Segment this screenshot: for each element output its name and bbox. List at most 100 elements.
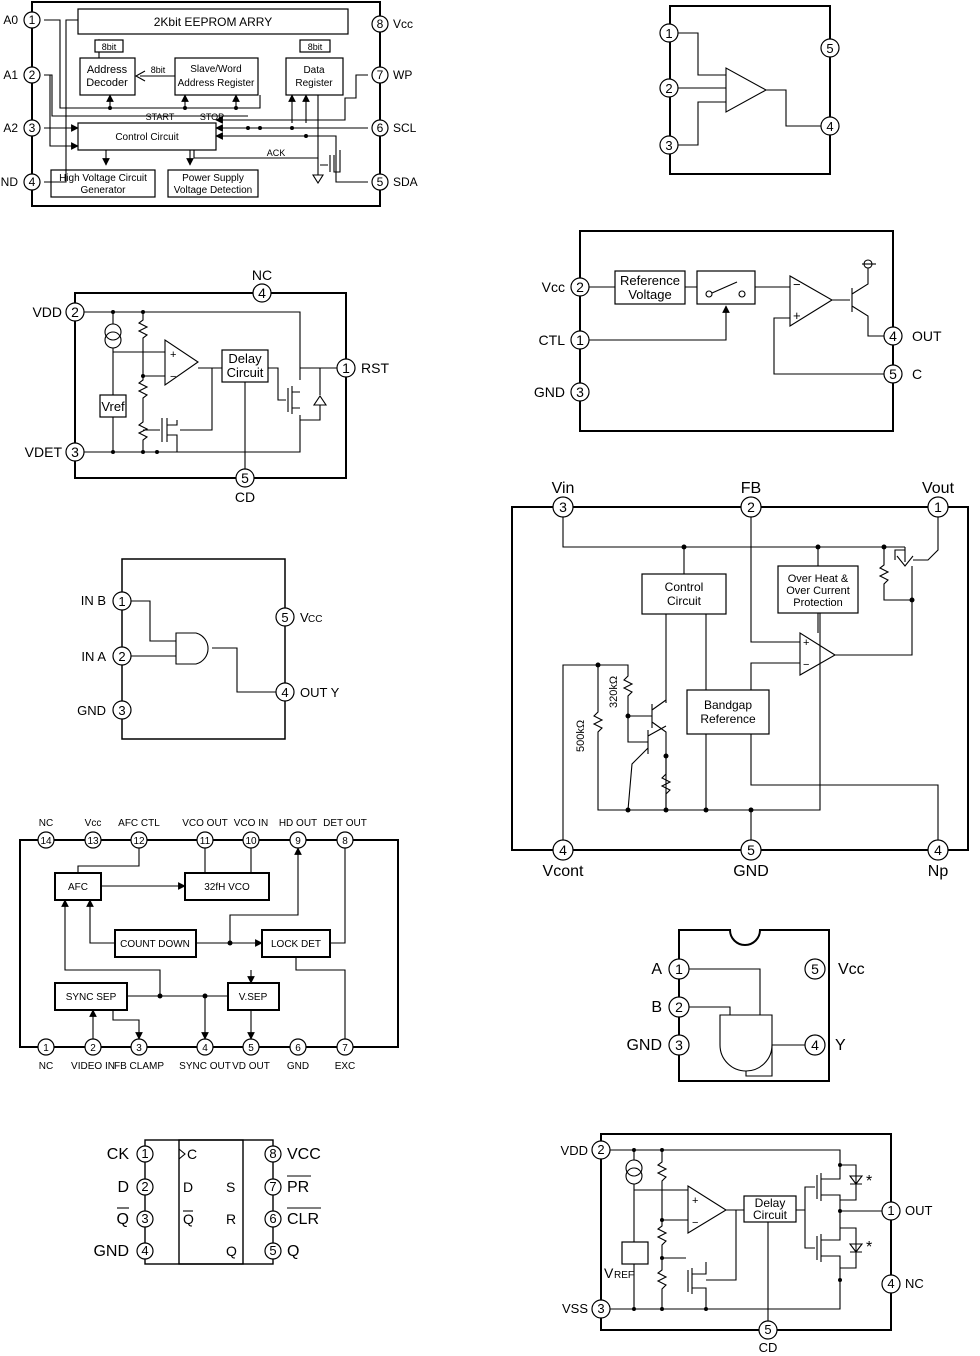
svg-text:OUT Y: OUT Y [300, 685, 340, 700]
svg-text:Register: Register [295, 78, 333, 89]
svg-text:4: 4 [826, 119, 833, 134]
svg-text:VCC: VCC [287, 1146, 321, 1163]
svg-text:GND: GND [534, 384, 565, 400]
svg-text:Delay: Delay [228, 351, 262, 366]
svg-text:SDA: SDA [393, 175, 418, 189]
svg-text:3: 3 [597, 1301, 604, 1316]
svg-text:Circuit: Circuit [667, 594, 702, 608]
svg-text:GND: GND [77, 703, 106, 718]
svg-text:2: 2 [675, 999, 683, 1015]
svg-text:GND: GND [93, 1243, 129, 1260]
svg-text:13: 13 [87, 836, 99, 847]
svg-text:C: C [187, 1146, 197, 1162]
svg-text:3: 3 [118, 703, 125, 718]
svg-text:A1: A1 [3, 68, 18, 82]
svg-text:C: C [912, 366, 922, 382]
svg-text:12: 12 [133, 836, 145, 847]
svg-text:5: 5 [811, 961, 819, 977]
svg-text:Q: Q [183, 1211, 194, 1227]
svg-text:OUT: OUT [905, 1203, 933, 1218]
svg-text:4: 4 [258, 285, 266, 301]
svg-text:7: 7 [342, 1043, 348, 1054]
svg-text:Vcc: Vcc [838, 961, 865, 978]
svg-text:PR: PR [287, 1179, 309, 1196]
svg-text:4: 4 [141, 1243, 148, 1258]
svg-text:3: 3 [29, 121, 36, 135]
svg-text:NC: NC [39, 1061, 53, 1072]
svg-text:−: − [692, 1217, 698, 1229]
svg-text:VCO IN: VCO IN [234, 818, 268, 829]
svg-text:Vin: Vin [552, 480, 575, 497]
svg-text:VSS: VSS [562, 1301, 588, 1316]
svg-text:2: 2 [29, 68, 36, 82]
svg-text:IN B: IN B [81, 593, 106, 608]
svg-text:4: 4 [29, 175, 36, 189]
svg-text:2: 2 [71, 304, 79, 320]
and-gate2-diagram: A 1 B 2 GND 3 5 Vcc 4 Y [626, 929, 865, 1082]
svg-text:AFC: AFC [68, 882, 88, 893]
svg-text:B: B [651, 999, 662, 1016]
svg-text:Vcc: Vcc [393, 17, 413, 31]
svg-text:VD OUT: VD OUT [232, 1061, 270, 1072]
svg-text:8: 8 [269, 1146, 276, 1161]
svg-text:5: 5 [889, 366, 897, 382]
svg-text:3: 3 [576, 384, 584, 400]
svg-text:6: 6 [269, 1211, 276, 1226]
svg-text:LOCK DET: LOCK DET [271, 939, 321, 950]
svg-text:Power Supply: Power Supply [182, 173, 244, 184]
svg-text:Reference: Reference [620, 273, 680, 288]
svg-text:S: S [226, 1179, 235, 1195]
svg-text:7: 7 [377, 68, 384, 82]
svg-text:5: 5 [241, 470, 249, 486]
svg-text:4: 4 [889, 328, 897, 344]
svg-text:D: D [183, 1179, 193, 1195]
svg-text:SYNC SEP: SYNC SEP [66, 992, 117, 1003]
svg-text:6: 6 [295, 1043, 301, 1054]
svg-text:32fH VCO: 32fH VCO [204, 882, 250, 893]
svg-text:8bit: 8bit [102, 42, 117, 52]
svg-text:1: 1 [887, 1203, 894, 1218]
svg-text:AFC CTL: AFC CTL [118, 818, 160, 829]
svg-text:Control: Control [665, 580, 704, 594]
flipflop-diagram: CK 1 D 2 Q 3 GND 4 8 VCC 7 PR 6 CLR 5 Q … [93, 1139, 321, 1265]
svg-text:VDD: VDD [32, 304, 62, 320]
svg-text:NC: NC [39, 818, 53, 829]
svg-text:1: 1 [342, 360, 350, 376]
svg-text:*: * [866, 1173, 872, 1190]
sync-top-pins: NC 14 Vcc 13 AFC CTL 12 VCO OUT 11 VCO I… [37, 818, 367, 849]
svg-text:Over Current: Over Current [786, 585, 850, 597]
svg-text:Vcc: Vcc [542, 279, 565, 295]
svg-text:GND: GND [626, 1037, 662, 1054]
svg-text:VDET: VDET [25, 444, 63, 460]
svg-text:R: R [226, 1211, 236, 1227]
svg-text:1: 1 [141, 1146, 148, 1161]
svg-text:NC: NC [905, 1276, 924, 1291]
svg-text:2: 2 [747, 499, 755, 515]
svg-text:SYNC OUT: SYNC OUT [179, 1061, 231, 1072]
svg-text:*: * [866, 1239, 872, 1256]
svg-text:Q: Q [287, 1243, 299, 1260]
svg-text:5: 5 [248, 1043, 254, 1054]
svg-text:2: 2 [665, 81, 672, 96]
svg-text:−: − [793, 277, 801, 292]
svg-text:Delay: Delay [755, 1196, 786, 1210]
svg-text:5: 5 [281, 610, 288, 625]
svg-text:Circuit: Circuit [753, 1208, 788, 1222]
svg-text:11: 11 [200, 836, 211, 847]
svg-text:10: 10 [245, 836, 257, 847]
svg-text:Address: Address [87, 64, 128, 76]
svg-text:CK: CK [107, 1146, 130, 1163]
svg-text:6: 6 [377, 121, 384, 135]
svg-text:EXC: EXC [335, 1061, 356, 1072]
svg-text:RST: RST [361, 360, 389, 376]
svg-text:A2: A2 [3, 121, 18, 135]
svg-text:Voltage Detection: Voltage Detection [174, 185, 252, 196]
svg-text:8: 8 [342, 836, 348, 847]
svg-text:9: 9 [295, 836, 301, 847]
svg-text:1: 1 [43, 1043, 49, 1054]
svg-text:V.SEP: V.SEP [239, 992, 268, 1003]
svg-text:VIDEO IN: VIDEO IN [71, 1061, 115, 1072]
svg-text:5: 5 [764, 1322, 771, 1337]
